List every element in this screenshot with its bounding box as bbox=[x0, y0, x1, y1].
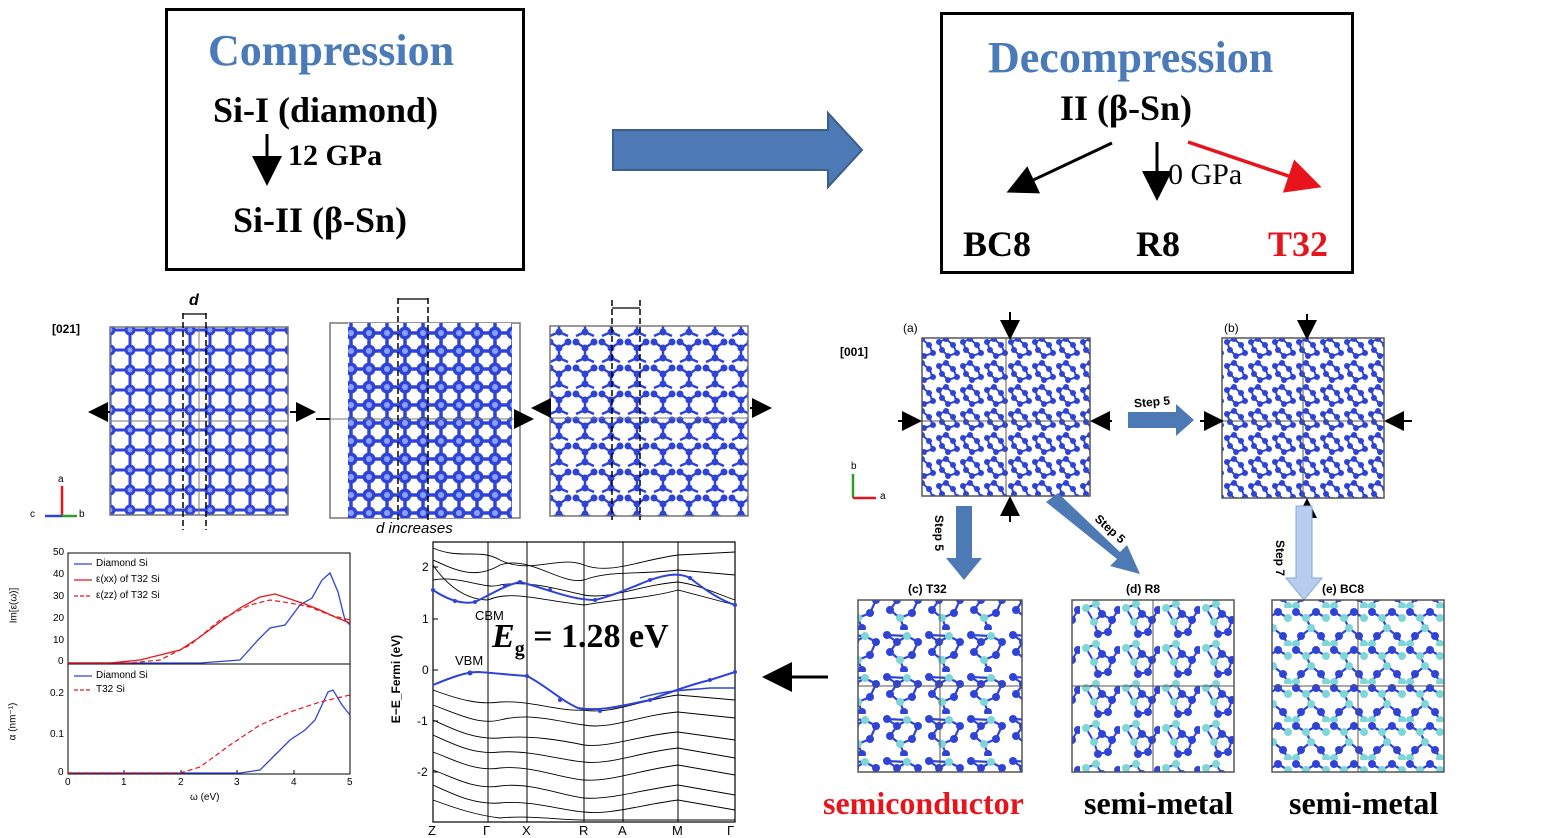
xtick-1: 1 bbox=[121, 777, 127, 788]
axis-b-right: b bbox=[851, 461, 857, 472]
eg-symbol: E bbox=[492, 618, 515, 655]
axis-a-right: a bbox=[880, 491, 886, 502]
kpoint-x: X bbox=[522, 823, 531, 838]
structure-panel-1 bbox=[88, 313, 316, 530]
step5-label-down: Step 5 bbox=[932, 514, 947, 552]
band-ytick-m1: -1 bbox=[417, 714, 428, 728]
step7-label: Step 7 bbox=[1273, 539, 1288, 577]
arrow-to-t32 bbox=[1187, 140, 1322, 193]
kpoint-m: M bbox=[672, 823, 683, 838]
panel-a-label: (a) bbox=[903, 321, 918, 335]
label-semimetal-r8: semi-metal bbox=[1084, 785, 1234, 821]
xtick-3: 3 bbox=[234, 777, 240, 788]
product-bc8: BC8 bbox=[963, 224, 1032, 264]
kpoint-r: R bbox=[579, 823, 589, 838]
d-label: d bbox=[189, 292, 199, 309]
band-ylabel: E−E_Fermi (eV) bbox=[389, 634, 404, 724]
band-ytick-0: 0 bbox=[422, 663, 429, 677]
xtick-5: 5 bbox=[347, 777, 353, 788]
decompression-from: II (β-Sn) bbox=[1060, 88, 1192, 128]
ytick-10: 10 bbox=[53, 635, 65, 646]
compression-pressure: 12 GPa bbox=[288, 139, 383, 172]
compression-to: Si-II (β-Sn) bbox=[233, 200, 408, 240]
axis-b-left: b bbox=[79, 509, 85, 520]
band-ytick-2: 2 bbox=[422, 560, 429, 574]
xtick-4: 4 bbox=[291, 777, 297, 788]
t32-xx-curve bbox=[68, 593, 351, 664]
ytick-02: 0.2 bbox=[50, 688, 64, 699]
ylabel-im: Im[ε(ω)] bbox=[8, 587, 20, 624]
decompression-title: Decompression bbox=[988, 33, 1274, 82]
panel-a bbox=[898, 312, 1112, 522]
label-semiconductor: semiconductor bbox=[823, 785, 1024, 821]
xtick-0: 0 bbox=[65, 777, 71, 788]
direction-label-001: [001] bbox=[840, 345, 869, 359]
diamond-alpha-curve bbox=[68, 689, 351, 774]
legend-t32-xx: ε(xx) of T32 Si bbox=[96, 574, 160, 585]
step5-arrow-right bbox=[1128, 404, 1194, 436]
eg-value: = 1.28 eV bbox=[533, 618, 669, 655]
compression-from: Si-I (diamond) bbox=[213, 90, 439, 130]
band-structure-plot bbox=[431, 541, 737, 823]
d-increases-label: d increases bbox=[376, 520, 453, 537]
legend-t32-bottom: T32 Si bbox=[96, 684, 125, 695]
axes-indicator-right bbox=[851, 474, 876, 500]
kpoint-gamma-2: Γ bbox=[727, 823, 735, 838]
band-ytick-1: 1 bbox=[422, 612, 429, 626]
label-semimetal-bc8: semi-metal bbox=[1289, 785, 1439, 821]
arrow-to-bc8 bbox=[1006, 141, 1113, 194]
big-transition-arrow bbox=[612, 110, 864, 190]
legend-t32-zz: ε(zz) of T32 Si bbox=[96, 590, 160, 601]
step5-arrow-down bbox=[946, 506, 982, 580]
product-r8: R8 bbox=[1136, 224, 1180, 264]
panel-b bbox=[1200, 314, 1412, 524]
legend-diamond-top: Diamond Si bbox=[96, 558, 148, 569]
compression-title: Compression bbox=[208, 26, 455, 75]
t32-zz-curve bbox=[68, 599, 351, 664]
decompression-box: Decompression II (β-Sn) 0 GPa BC8 R8 T32 bbox=[940, 12, 1354, 274]
cbm-label: CBM bbox=[475, 608, 504, 623]
panel-b-label: (b) bbox=[1224, 321, 1239, 335]
t32-alpha-curve bbox=[68, 694, 351, 774]
ytick-30: 30 bbox=[53, 591, 65, 602]
eg-label: Eg = 1.28 eV bbox=[492, 618, 669, 661]
ytick-0-bottom: 0 bbox=[58, 767, 64, 778]
product-t32: T32 bbox=[1268, 224, 1329, 264]
xtick-2: 2 bbox=[178, 777, 184, 788]
axis-c-left: c bbox=[30, 509, 35, 520]
axes-indicator-left bbox=[45, 486, 77, 518]
compression-box: Compression Si-I (diamond) 12 GPa Si-II … bbox=[165, 8, 525, 271]
vbm-band bbox=[432, 670, 736, 711]
result-label-r8: (d) R8 bbox=[1126, 582, 1160, 596]
ytick-50: 50 bbox=[53, 547, 65, 558]
result-label-t32: (c) T32 bbox=[908, 582, 947, 596]
step7-arrow-down bbox=[1284, 505, 1324, 601]
kpoint-a: A bbox=[618, 823, 627, 838]
structure-panel-3 bbox=[531, 300, 772, 520]
step5-arrow-diagonal bbox=[1046, 493, 1140, 574]
axis-a-left: a bbox=[58, 474, 64, 485]
band-ytick-m2: -2 bbox=[417, 765, 428, 779]
decompression-pressure: 0 GPa bbox=[1168, 158, 1243, 191]
vbm-label: VBM bbox=[455, 653, 484, 668]
xlabel-omega: ω (eV) bbox=[190, 792, 220, 803]
ytick-01: 0.1 bbox=[50, 729, 64, 740]
ytick-0-top: 0 bbox=[58, 656, 64, 667]
direction-label-021: [021] bbox=[52, 322, 81, 336]
legend-diamond-bottom: Diamond Si bbox=[96, 670, 148, 681]
result-label-bc8: (e) BC8 bbox=[1322, 582, 1365, 596]
ytick-20: 20 bbox=[53, 613, 65, 624]
ylabel-alpha: α (nm⁻¹) bbox=[7, 702, 19, 741]
optical-plot bbox=[67, 552, 351, 775]
ytick-40: 40 bbox=[53, 569, 65, 580]
kpoint-z: Z bbox=[428, 823, 436, 838]
eg-subscript: g bbox=[514, 637, 525, 660]
kpoint-gamma-1: Γ bbox=[483, 823, 491, 838]
structure-panel-2 bbox=[316, 298, 534, 520]
